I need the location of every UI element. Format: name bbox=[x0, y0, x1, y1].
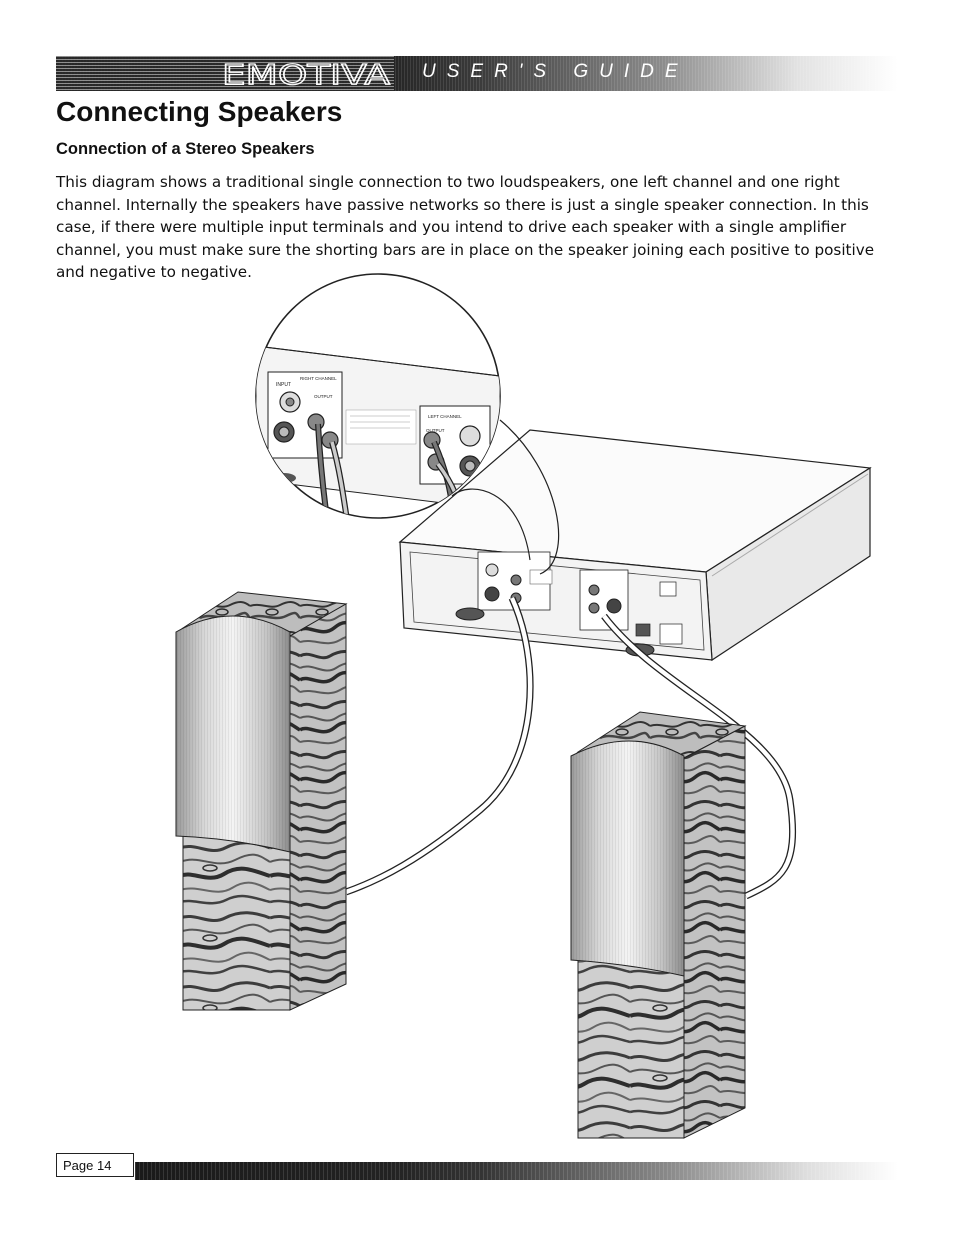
page-number-box: Page 14 bbox=[56, 1153, 134, 1177]
left-speaker bbox=[175, 591, 348, 1011]
zoom-callout-lines bbox=[451, 419, 560, 575]
section-title: Connection of a Stereo Speakers bbox=[56, 140, 315, 158]
body-paragraph: This diagram shows a traditional single … bbox=[56, 173, 875, 282]
header-guide-label: USER'S GUIDE bbox=[422, 61, 689, 82]
svg-text:OUTPUT: OUTPUT bbox=[426, 428, 445, 433]
svg-text:INPUT: INPUT bbox=[276, 382, 291, 388]
right-speaker bbox=[570, 711, 747, 1139]
page-title: Connecting Speakers bbox=[56, 96, 343, 127]
brand-logo: EMOTIVA bbox=[221, 58, 390, 90]
footer-band bbox=[135, 1162, 898, 1180]
svg-text:LEFT CHANNEL: LEFT CHANNEL bbox=[428, 414, 462, 419]
svg-text:RIGHT CHANNEL: RIGHT CHANNEL bbox=[300, 376, 337, 381]
amplifier bbox=[398, 429, 872, 662]
zoom-detail: INPUT RIGHT CHANNEL OUTPUT LEFT CHANNEL … bbox=[255, 273, 501, 519]
page-number: Page 14 bbox=[63, 1158, 112, 1173]
svg-text:OUTPUT: OUTPUT bbox=[314, 394, 333, 399]
speaker-wires bbox=[344, 596, 797, 900]
svg-text:EMOTIVA: EMOTIVA bbox=[222, 58, 390, 90]
header-stripes bbox=[56, 56, 394, 91]
